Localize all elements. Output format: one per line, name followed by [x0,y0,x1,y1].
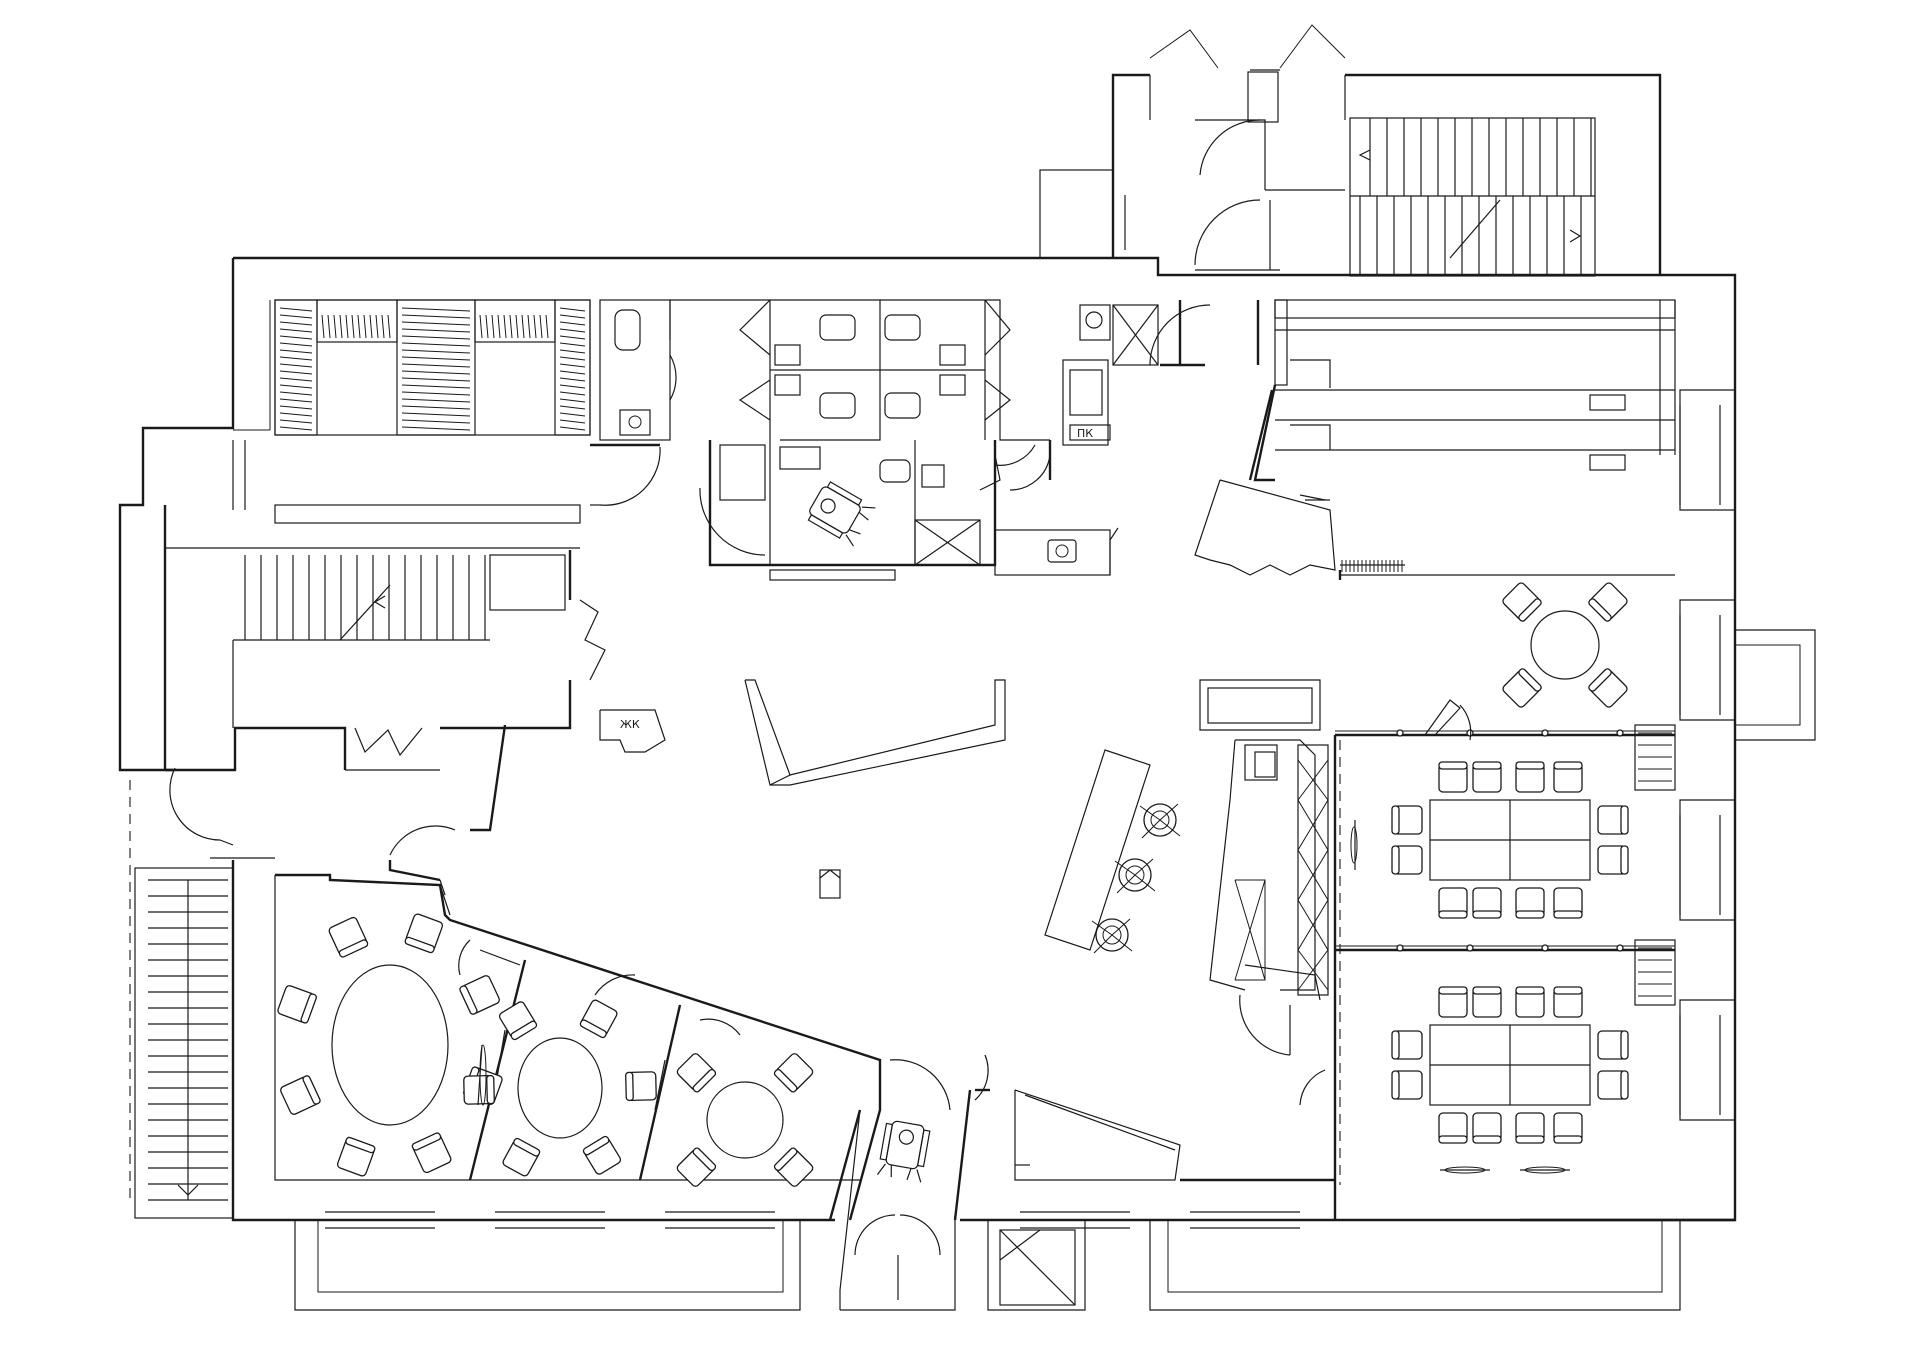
meeting-room-east [1333,699,1676,1220]
reception-desk [744,679,1329,1106]
windows [232,195,1721,1229]
north-stair [1194,69,1596,277]
south-west-stair [129,780,228,1201]
wc-block: ПК [590,299,1260,581]
tech-room-tag: ПК [1077,427,1093,440]
internal-walls [388,724,1321,1001]
lounge-table [1502,582,1628,708]
storage-racks [1194,299,1676,580]
west-stair: ЖК [163,505,666,859]
meeting-rooms-south [274,873,882,1221]
kitchen-tag: ЖК [620,718,640,731]
main-entrance [828,1054,1335,1311]
wardrobe-block [274,299,591,524]
